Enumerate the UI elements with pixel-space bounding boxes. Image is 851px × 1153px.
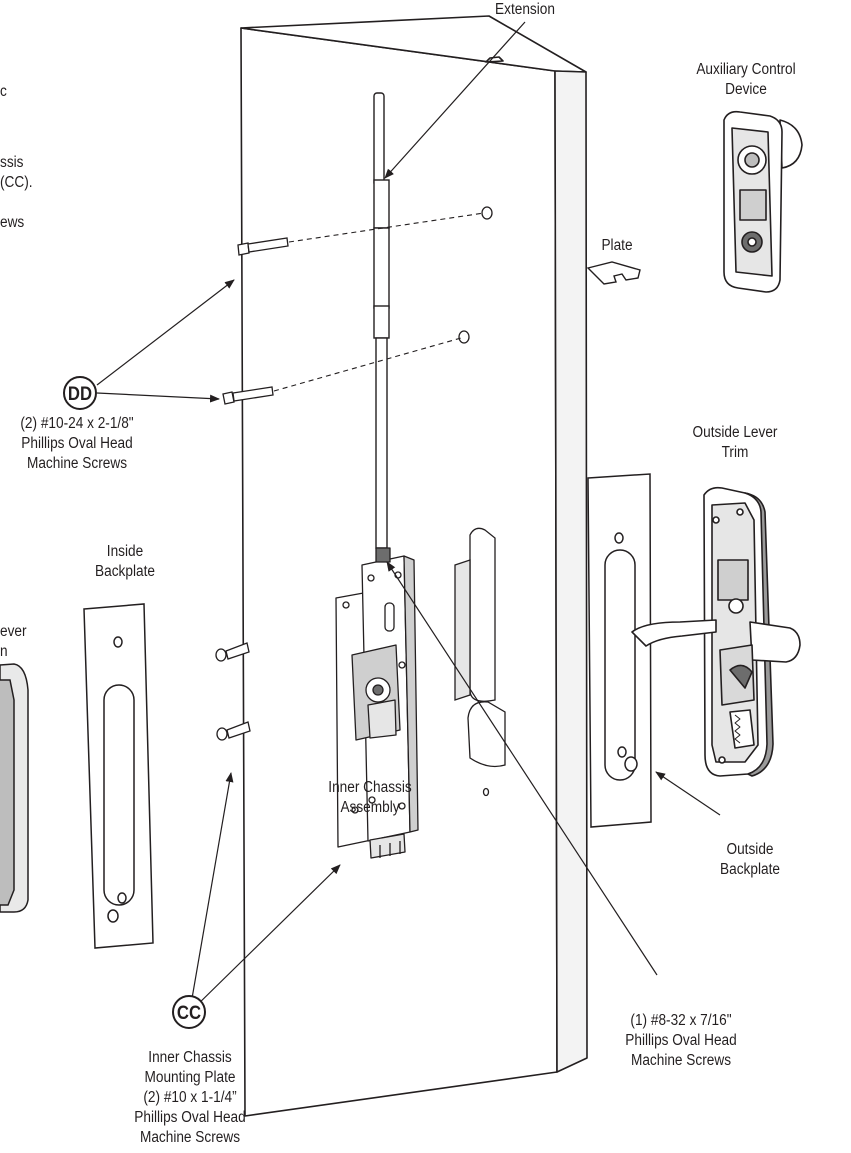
dd-badge-text: DD bbox=[68, 383, 92, 404]
label-step-text-c: c bbox=[0, 83, 7, 100]
label-dd-screws: (2) #10-24 x 2-1/8" Phillips Oval Head M… bbox=[20, 415, 134, 472]
dd-badge: DD bbox=[63, 376, 97, 410]
cc-badge-text: CC bbox=[177, 1002, 201, 1023]
inside-backplate bbox=[83, 603, 154, 949]
label-outside-backplate: Outside Backplate bbox=[720, 841, 780, 878]
label-inside-backplate: Inside Backplate bbox=[95, 543, 155, 580]
cc-screws bbox=[215, 642, 251, 741]
label-inner-chassis-assembly: Inner Chassis Assembly bbox=[328, 779, 412, 816]
inside-lever-partial bbox=[0, 663, 29, 913]
door-holes bbox=[454, 206, 506, 797]
dd-screw-paths bbox=[273, 212, 485, 392]
label-extension: Extension bbox=[495, 1, 555, 18]
leader-lines bbox=[96, 21, 721, 1013]
small-plate bbox=[586, 261, 641, 285]
cc-badge: CC bbox=[172, 995, 206, 1029]
outside-backplate bbox=[587, 473, 652, 828]
extension-rod bbox=[373, 92, 390, 549]
label-auxiliary-control-device: Auxiliary Control Device bbox=[696, 61, 796, 98]
outside-lever-trim bbox=[631, 486, 801, 777]
auxiliary-control-device bbox=[723, 110, 803, 293]
label-cc-plate-screws: Inner Chassis Mounting Plate (2) #10 x 1… bbox=[134, 1049, 246, 1146]
label-outside-lever-trim: Outside Lever Trim bbox=[692, 424, 778, 461]
dd-screws bbox=[222, 237, 289, 405]
label-plate: Plate bbox=[601, 237, 633, 254]
label-chassis-screws: (1) #8-32 x 7/16" Phillips Oval Head Mac… bbox=[625, 1012, 737, 1069]
label-step-text-partial: ssis (CC). ews bbox=[0, 154, 33, 231]
label-inside-lever-partial: ever n bbox=[0, 623, 27, 660]
inner-chassis-assembly bbox=[335, 547, 419, 859]
